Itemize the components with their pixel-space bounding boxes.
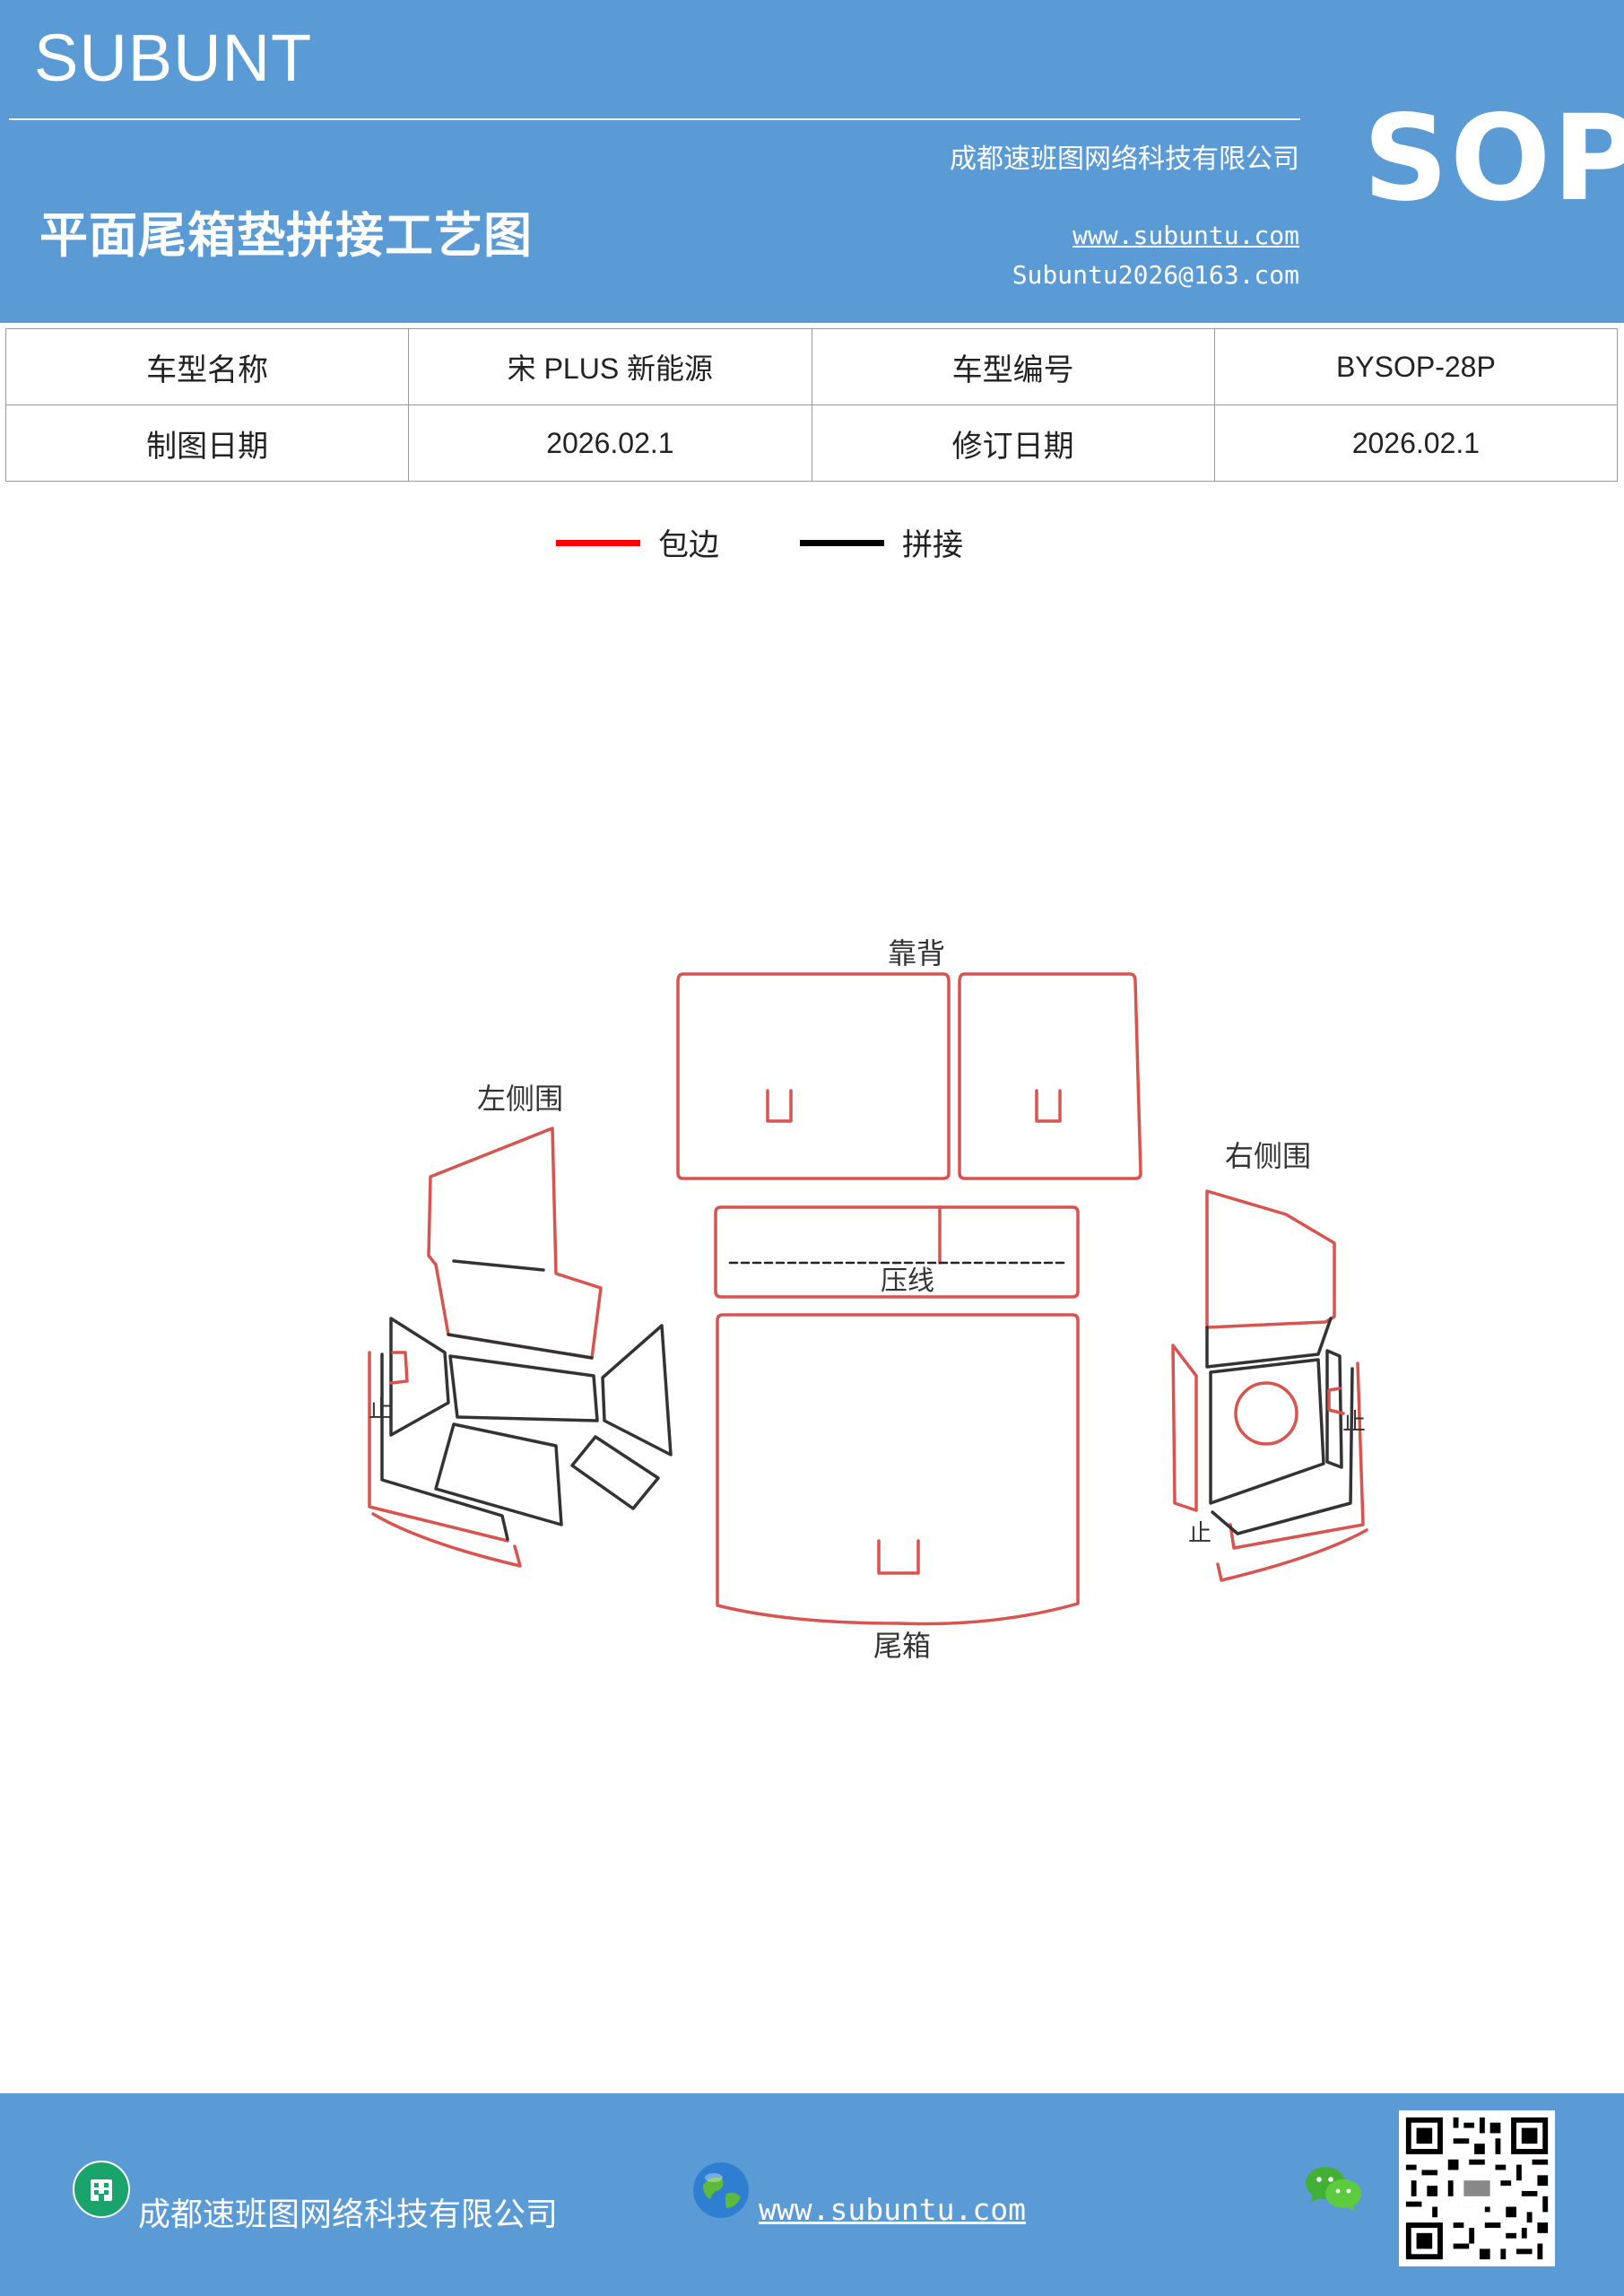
backrest-right-panel (958, 972, 1142, 1180)
right-piece (1171, 1344, 1198, 1512)
right-seam (1205, 1317, 1333, 1369)
backrest-left-panel (676, 972, 951, 1180)
trunk-outline (716, 1313, 1080, 1626)
left-top-panel (427, 1126, 603, 1360)
right-outer-edge (1229, 1361, 1365, 1550)
globe-icon (693, 2162, 749, 2218)
legend-label-edge: 包边 (658, 527, 719, 563)
trunk-floor (716, 1313, 1080, 1626)
value-cell: BYSOP-28P (1213, 328, 1619, 405)
value-cell: 2026.02.1 (408, 404, 812, 482)
handle-notch (1035, 1089, 1062, 1123)
legend-label-seam: 拼接 (902, 527, 963, 563)
label-trunk: 尾箱 (873, 1629, 931, 1663)
stop-mark: 止 (369, 1396, 392, 1423)
header-divider (9, 118, 1300, 120)
label-backrest: 靠背 (888, 936, 945, 970)
backrest-panels (676, 972, 1142, 1180)
email-address: Subuntu2026@163.com (1012, 260, 1299, 290)
brand-name: SUBUNT (34, 21, 313, 95)
building-icon (73, 2161, 130, 2218)
left-seam (447, 1333, 594, 1360)
label-cell: 车型编号 (811, 328, 1215, 405)
right-piece (1325, 1349, 1343, 1469)
left-tab (389, 1351, 409, 1385)
left-outer-trim (371, 1512, 522, 1568)
left-piece (434, 1422, 563, 1526)
left-piece (570, 1435, 660, 1510)
stop-mark: 止 (1342, 1409, 1366, 1436)
strip-outline (714, 1205, 1080, 1299)
label-cell: 制图日期 (4, 404, 410, 482)
wechat-icon (1306, 2167, 1361, 2212)
footer-website-link[interactable]: www.subuntu.com (759, 2192, 1027, 2227)
right-outer-trim (1216, 1528, 1368, 1582)
legend-swatch-edge (556, 540, 640, 546)
left-piece (601, 1324, 673, 1457)
right-top-panel (1205, 1189, 1336, 1329)
right-inner-frame (1211, 1367, 1354, 1535)
right-side-panels (1171, 1189, 1368, 1582)
left-piece (448, 1354, 599, 1422)
info-table: 车型名称 宋 PLUS 新能源 车型编号 BYSOP-28P 制图日期 2026… (4, 328, 1619, 482)
footer-company-name: 成都速班图网络科技有限公司 (138, 2196, 559, 2233)
legend: 包边 拼接 (0, 520, 1624, 565)
value-cell: 宋 PLUS 新能源 (408, 328, 812, 405)
table-row: 车型名称 宋 PLUS 新能源 车型编号 BYSOP-28P (4, 328, 1619, 405)
label-press-line: 压线 (881, 1265, 934, 1297)
sop-mark: SOP (1363, 90, 1624, 228)
qr-code (1399, 2110, 1555, 2266)
left-seam (452, 1259, 545, 1272)
handle-notch (877, 1539, 920, 1575)
press-line-strip (714, 1205, 1080, 1299)
right-piece (1209, 1358, 1325, 1505)
label-cell: 修订日期 (811, 404, 1215, 482)
left-inner-frame (380, 1352, 509, 1541)
company-name: 成都速班图网络科技有限公司 (950, 144, 1299, 175)
left-piece (389, 1317, 450, 1437)
value-cell: 2026.02.1 (1213, 404, 1619, 482)
stop-mark: 止 (1188, 1520, 1211, 1547)
right-cutout (1234, 1381, 1298, 1446)
table-row: 制图日期 2026.02.1 修订日期 2026.02.1 (4, 404, 1619, 482)
document-title: 平面尾箱垫拼接工艺图 (39, 207, 533, 264)
legend-swatch-seam (800, 540, 884, 546)
label-right-side: 右侧围 (1225, 1139, 1311, 1173)
label-left-side: 左侧围 (477, 1082, 563, 1116)
left-outer-edge (368, 1351, 509, 1543)
right-tab (1327, 1387, 1345, 1415)
handle-notch (766, 1089, 793, 1123)
label-cell: 车型名称 (4, 328, 410, 405)
header-banner (0, 0, 1624, 323)
website-link[interactable]: www.subuntu.com (1073, 221, 1299, 250)
left-side-panels (368, 1126, 673, 1568)
